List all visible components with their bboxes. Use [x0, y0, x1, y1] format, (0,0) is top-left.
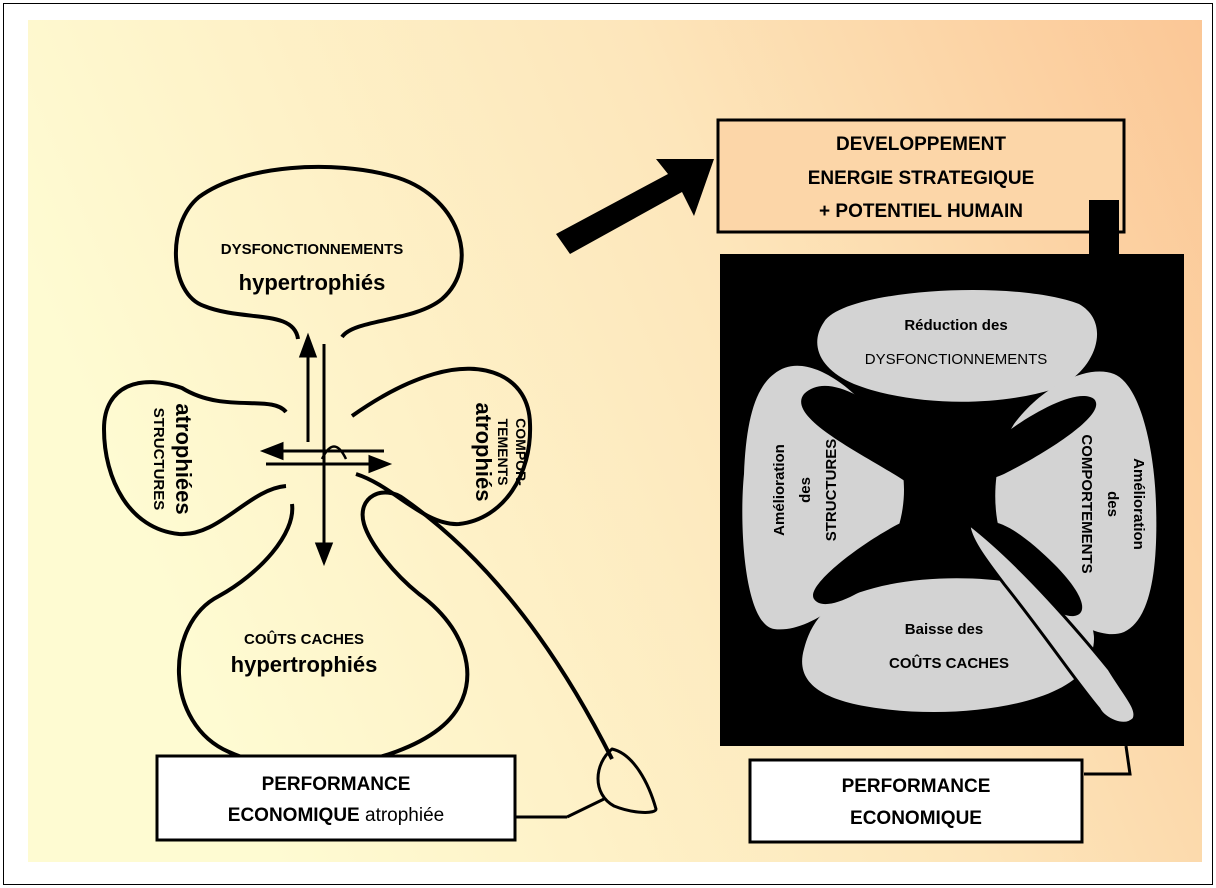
blade-bottom-left: [813, 518, 924, 605]
left-center-arrows: [259, 332, 393, 567]
left-right-label-1: COMPOR-: [513, 418, 529, 486]
top-box-connector: [1089, 200, 1119, 255]
right-left-label: Amélioration des STRUCTURES: [771, 439, 840, 542]
figure-frame: DYSFONCTIONNEMENTS hypertrophiés STRUCTU…: [3, 3, 1213, 885]
right-blades: [801, 385, 1097, 617]
arrow-up-head: [298, 332, 318, 358]
right-box-line-1: PERFORMANCE: [842, 776, 991, 797]
left-top-label-1: DYSFONCTIONNEMENTS: [221, 241, 404, 258]
arrow-right-head: [368, 454, 393, 474]
right-top-label-2: DYSFONCTIONNEMENTS: [865, 351, 1048, 368]
left-bottom-label-2: hypertrophiés: [231, 652, 378, 677]
right-right-label: Amélioration des COMPORTEMENTS: [1078, 434, 1147, 573]
left-bottom-petal: [177, 490, 614, 770]
right-right-label-3: COMPORTEMENTS: [1078, 434, 1095, 573]
right-bottom-label-1: Baisse des: [905, 621, 983, 638]
right-left-label-3: STRUCTURES: [823, 439, 840, 542]
left-right-label-3: atrophiés: [471, 402, 496, 501]
left-box-connector-2: [566, 797, 605, 819]
left-right-label-2: TEMENTS: [495, 419, 511, 486]
left-box-line-2-bold: ECONOMIQUE: [228, 805, 360, 826]
left-performance-box: [155, 754, 517, 842]
big-diagonal-arrow: [556, 159, 714, 254]
left-left-petal: [102, 380, 288, 537]
left-box-line-2: ECONOMIQUE atrophiée: [228, 805, 444, 826]
blade-top-left: [801, 385, 936, 490]
left-left-label-1: STRUCTURES: [150, 408, 167, 511]
left-bud: [596, 747, 658, 814]
left-right-label: COMPOR- TEMENTS atrophiés: [471, 402, 529, 501]
left-top-label-2: hypertrophiés: [239, 270, 386, 295]
blade-top-right: [973, 396, 1097, 479]
top-box-line-1: DEVELOPPEMENT: [836, 134, 1006, 155]
arrow-center-loop: [320, 445, 348, 460]
left-left-label: STRUCTURES atrophiées: [150, 403, 196, 514]
right-bottom-label-2: COÛTS CACHES: [889, 654, 1009, 672]
right-box-connector: [1084, 745, 1132, 776]
arrow-down-head: [314, 542, 334, 567]
right-top-petal: [817, 290, 1098, 402]
right-top-label-1: Réduction des: [904, 317, 1007, 334]
arrow-left-head: [259, 441, 284, 461]
right-right-label-1: Amélioration: [1130, 458, 1147, 550]
right-right-label-2: des: [1104, 491, 1121, 517]
left-top-petal: [173, 164, 464, 340]
blade-bottom-right: [978, 521, 1083, 617]
right-left-label-1: Amélioration: [771, 444, 788, 536]
right-bottom-petal: [802, 578, 1095, 713]
right-stem: [967, 520, 1137, 725]
left-bottom-label-1: COÛTS CACHES: [244, 630, 364, 648]
top-box-line-2: ENERGIE STRATEGIQUE: [808, 168, 1035, 189]
left-box-line-2-normal: atrophiée: [365, 805, 444, 826]
right-left-label-2: des: [797, 477, 814, 503]
right-performance-box: [748, 758, 1084, 844]
diagram-canvas: DYSFONCTIONNEMENTS hypertrophiés STRUCTU…: [28, 20, 1202, 862]
top-right-box: [716, 118, 1126, 234]
left-box-line-1: PERFORMANCE: [262, 774, 411, 795]
right-stem-line: [967, 520, 1137, 725]
left-left-label-2: atrophiées: [171, 403, 196, 514]
right-box-line-2: ECONOMIQUE: [850, 808, 982, 829]
left-flower: [102, 164, 658, 814]
top-box-line-3: + POTENTIEL HUMAIN: [819, 201, 1023, 222]
